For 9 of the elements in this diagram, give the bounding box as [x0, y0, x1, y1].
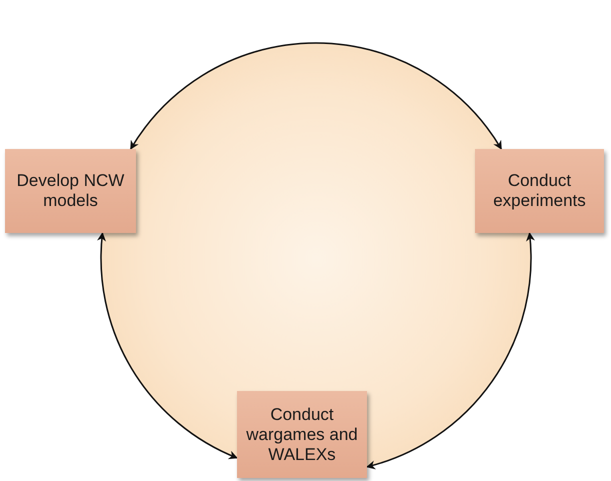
curved-arrow — [130, 42, 502, 150]
process-box — [475, 149, 604, 233]
box-label: Conduct experiments — [492, 171, 587, 211]
process-box — [237, 391, 367, 478]
curved-arrow — [366, 232, 534, 469]
box-label: Conduct wargames and WALEXs — [245, 404, 359, 464]
process-box — [5, 149, 136, 233]
box-label: Develop NCW models — [16, 171, 126, 211]
curved-arrow — [98, 232, 238, 459]
